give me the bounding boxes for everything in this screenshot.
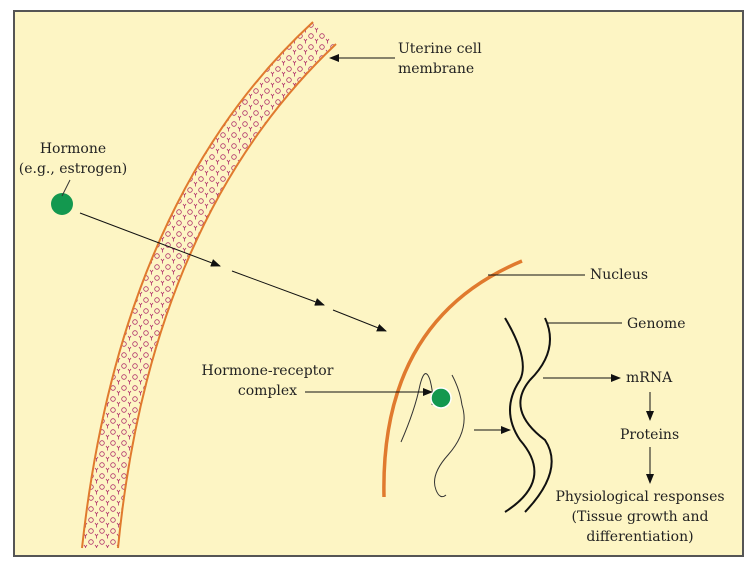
responses-label-line3: differentiation) xyxy=(586,529,694,545)
hormone-label-line2: (e.g., estrogen) xyxy=(18,161,128,177)
complex-label: Hormone-receptor complex xyxy=(185,361,350,401)
mrna-label: mRNA xyxy=(626,370,673,386)
hormone-label-line1: Hormone xyxy=(39,141,107,157)
responses-label-line1: Physiological responses xyxy=(555,489,725,505)
membrane-label: Uterine cell membrane xyxy=(398,39,482,79)
hormone-receptor-dot xyxy=(430,387,452,409)
responses-label-line2: (Tissue growth and xyxy=(571,509,709,525)
proteins-label: Proteins xyxy=(620,427,680,443)
responses-label: Physiological responses (Tissue growth an… xyxy=(540,487,740,547)
complex-label-line2: complex xyxy=(237,383,298,399)
hormone-path-arrow xyxy=(79,212,387,332)
nucleus-label: Nucleus xyxy=(590,267,649,283)
hormone-dot xyxy=(51,193,73,215)
cell-membrane xyxy=(82,22,336,548)
hormone-label: Hormone (e.g., estrogen) xyxy=(18,139,128,179)
nuclear-membrane xyxy=(382,259,523,498)
hormone-pointer xyxy=(61,179,71,197)
frame xyxy=(13,10,744,557)
genome-helix xyxy=(504,317,553,513)
membrane-label-line1: Uterine cell xyxy=(398,41,482,57)
complex-label-line1: Hormone-receptor xyxy=(201,363,334,379)
membrane-inner-edge xyxy=(117,43,337,549)
genome-label: Genome xyxy=(627,316,686,332)
membrane-label-line2: membrane xyxy=(398,61,475,77)
